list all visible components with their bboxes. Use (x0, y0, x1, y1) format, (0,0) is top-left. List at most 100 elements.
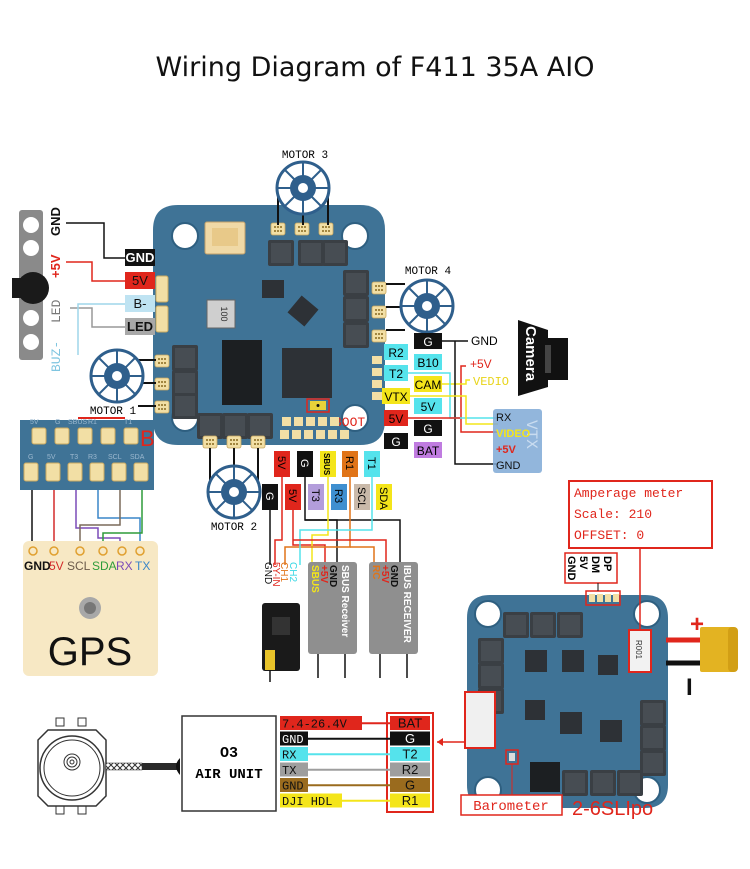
air-unit-wire-label: GND (282, 780, 304, 794)
gps-connector-accent: B (140, 426, 155, 451)
gps-conn-bot-scl: SCL (108, 454, 122, 461)
motor-3: MOTOR 3 (275, 150, 331, 225)
usb-pin-dm: DM (589, 556, 601, 573)
shunt-label: R001 (634, 640, 643, 660)
camera-label: Camera (522, 326, 539, 382)
pad-scl: SCL (355, 487, 367, 508)
pad-r2: R2 (388, 346, 404, 360)
elrs-receiver: GND 5Y-IN CH1 CH2 (262, 562, 300, 682)
gps-conn-bot-sda: SDA (130, 454, 145, 461)
elrs-pin-ch2: CH2 (287, 562, 298, 582)
buzzer-led-module: GND +5V LED BUZ- (12, 207, 64, 372)
pad-5v2: 5V (286, 489, 298, 503)
battery-connector: + I (666, 611, 738, 701)
air-unit-wire-label-bg (280, 778, 308, 792)
air-unit-wire-label: TX (282, 764, 296, 778)
battery-plus-label: + (690, 611, 704, 638)
bottom-solder-pads (280, 417, 349, 439)
boot-button-outline (306, 398, 330, 413)
pad-t2: T2 (389, 367, 403, 381)
air-unit-wire-label: DJI HDL (282, 795, 332, 809)
motor-4: MOTOR 4 (386, 266, 455, 334)
fc-pad-label: R2 (402, 762, 419, 777)
gps-pin-rx: RX (116, 559, 133, 573)
motor-3-icon (275, 160, 331, 216)
usb-pin-5v: 5V (577, 556, 589, 570)
fc-pad-label: T2 (402, 747, 417, 762)
sbus-pin-sbus: SBUS (309, 565, 320, 593)
air-unit-model: O3 (220, 745, 238, 762)
bottom-pad-labels: 5V G SBUS R1 T1 G 5V T3 R3 SCL SDA (262, 451, 392, 510)
sbus-receiver: SBUS +5V GND SBUS Receiver (308, 562, 357, 678)
motor-2-label: MOTOR 2 (211, 522, 257, 534)
camera-wire-5v: +5V (470, 357, 492, 371)
air-unit-antenna (37, 717, 180, 815)
motor-2: MOTOR 2 (206, 448, 262, 534)
elrs-pin-5v: 5Y-IN (270, 562, 281, 587)
air-unit-wire-label-bg (280, 716, 362, 730)
right-pad-labels: R2 T2 VTX 5V G G B10 CAM 5V G BAT (382, 333, 442, 458)
sbus-receiver-label: SBUS Receiver (339, 565, 350, 637)
gps-pin-gnd: GND (24, 559, 51, 573)
motor-1-label: MOTOR 1 (90, 406, 137, 418)
fc-pad-label: BAT (398, 716, 422, 731)
air-unit-wire-label: GND (282, 733, 304, 747)
gps-connector-closeup: B 5V G SBUS R1 T1 G 5V T3 R3 SCL SDA (20, 419, 155, 490)
buzzer-icon (17, 272, 49, 304)
pad-sda: SDA (377, 487, 389, 510)
buzzer-pin-5v: +5V (48, 254, 63, 278)
buzzer-pin-led: LED (49, 299, 64, 323)
motor-4-icon (399, 278, 455, 334)
gps-conn-top-sbus: SBUS (68, 419, 87, 426)
pad-bat: BAT (417, 444, 440, 458)
buzzer-pin-buz: BUZ- (49, 341, 64, 372)
gps-conn-top-g: G (55, 419, 60, 426)
battery-minus-label: I (686, 674, 693, 701)
pad-g: G (391, 435, 400, 449)
pad-label-b-minus: B- (134, 296, 147, 311)
sbus-pin-gnd: GND (327, 565, 338, 587)
amperage-title: Amperage meter (574, 486, 683, 501)
usb-pin-gnd: GND (565, 556, 577, 581)
pad-cam-g: G (423, 335, 432, 349)
page-title: Wiring Diagram of F411 35A AIO (155, 52, 595, 83)
pad-b10: B10 (417, 356, 439, 370)
pad-r3: R3 (332, 489, 344, 503)
fc-pad-group-frame (386, 712, 434, 813)
fc-pad-label-bg (390, 762, 430, 777)
air-unit: O3 AIR UNIT (181, 715, 277, 812)
fc-pad-label: G (405, 731, 415, 746)
boot-label: BOOT (334, 415, 365, 430)
usb-pin-labels: GND 5V DM DP (564, 552, 618, 591)
pad-label-gnd: GND (126, 250, 155, 265)
amperage-meter-callout: Amperage meter Scale: 210 OFFSET: 0 (568, 480, 713, 630)
pad-5v: 5V (389, 412, 404, 426)
motor-4-label: MOTOR 4 (405, 266, 452, 278)
motor-3-label: MOTOR 3 (282, 150, 328, 162)
gps-label: GPS (48, 630, 132, 674)
vtx-module: VTX RX VIDEO +5V GND (493, 409, 542, 473)
pad-g2: G (263, 492, 275, 501)
usb-pin-dp: DP (601, 556, 613, 571)
camera: Camera (518, 320, 568, 396)
xt-plug (700, 627, 735, 672)
pad-cam: CAM (415, 378, 442, 392)
pad-sbus: SBUS (322, 453, 331, 476)
pad-rx-5v: 5V (275, 456, 287, 470)
pad-label-led: LED (127, 319, 153, 334)
elrs-pin-ch1: CH1 (278, 562, 289, 582)
pad-r1: R1 (343, 456, 355, 470)
air-unit-wire-label-bg (280, 762, 308, 777)
air-unit-wire-label: RX (282, 749, 296, 763)
vtx-connector-socket (464, 691, 496, 749)
amperage-scale: Scale: 210 (574, 507, 652, 522)
gps-conn-bot-g: G (28, 454, 33, 461)
gps-conn-bot-t3: T3 (70, 454, 78, 461)
pad-vtx: VTX (384, 390, 407, 404)
vtx-pin-video: VIDEO (496, 428, 531, 440)
gps-pin-sda: SDA (92, 559, 117, 573)
pad-t3: T3 (309, 489, 321, 502)
pad-label-5v: 5V (132, 273, 148, 288)
pad-cam-5v: 5V (421, 400, 436, 414)
